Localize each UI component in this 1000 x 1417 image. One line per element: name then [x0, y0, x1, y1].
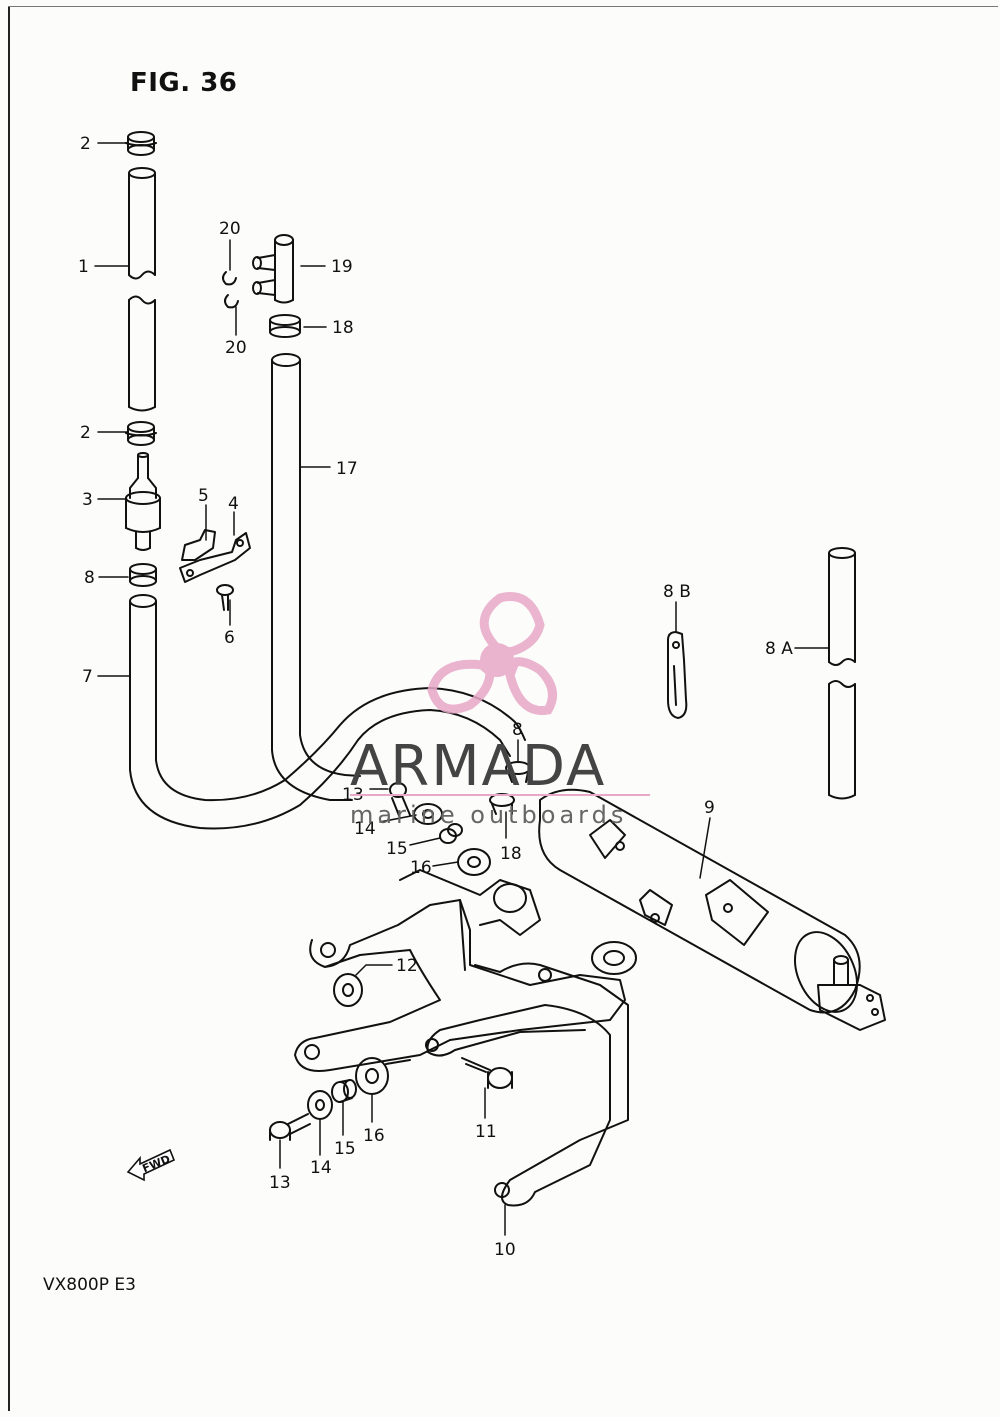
callout-2-top: 2 [80, 134, 91, 154]
screw-6 [216, 584, 234, 611]
sheet-border-left [8, 6, 10, 1411]
callout-14-lower: 14 [310, 1158, 332, 1178]
propeller-logo-icon [427, 592, 557, 716]
callout-15-upper: 15 [386, 839, 408, 859]
filter-brackets [179, 529, 251, 583]
callout-17: 17 [336, 459, 358, 479]
callout-8-left: 8 [84, 568, 95, 588]
watermark-tagline: marine outboards [350, 801, 627, 829]
fwd-label: FWD [141, 1152, 173, 1175]
callout-8-canister: 8 [512, 720, 523, 740]
fuel-hose-7 [129, 594, 526, 830]
fuel-hose-8A [828, 547, 856, 800]
armada-watermark: ARMADA marine outboards [350, 592, 650, 829]
mounting-bracket-10 [294, 869, 637, 1207]
fuel-hose-1 [128, 167, 156, 412]
vapor-canister-9 [538, 788, 886, 1031]
t-joint-19 [252, 234, 294, 304]
callout-4: 4 [228, 494, 239, 514]
figure-title: FIG. 36 [130, 68, 238, 98]
callout-10: 10 [494, 1240, 516, 1260]
hose-clamp-18-upper [269, 314, 301, 338]
callout-14-upper: 14 [354, 819, 376, 839]
fuel-hose-17 [271, 353, 361, 801]
fuel-filter [125, 452, 161, 551]
strap-8B [667, 631, 688, 719]
callout-2-lower: 2 [80, 423, 91, 443]
callout-12: 12 [396, 956, 418, 976]
fwd-arrow-icon: FWD [126, 1148, 176, 1182]
callout-20-top: 20 [219, 219, 241, 239]
callout-13-lower: 13 [269, 1173, 291, 1193]
callout-18-canister: 18 [500, 844, 522, 864]
callout-6: 6 [224, 628, 235, 648]
callout-leader-lines [94, 142, 829, 1236]
callout-18-top: 18 [332, 318, 354, 338]
callout-1: 1 [78, 257, 89, 277]
callout-8A: 8 A [765, 639, 793, 659]
callout-3: 3 [82, 490, 93, 510]
collar-12 [333, 973, 363, 1007]
hose-clamp-top [125, 131, 157, 156]
callout-labels: 2 1 2 3 5 4 8 6 7 20 19 18 20 17 8 B 8 A… [78, 134, 793, 1260]
callout-19: 19 [331, 257, 353, 277]
hose-clamp-8-left [129, 563, 157, 587]
watermark-brand: ARMADA [350, 734, 606, 799]
bolt-11 [461, 1057, 513, 1089]
callout-5: 5 [198, 486, 209, 506]
callout-7: 7 [82, 667, 93, 687]
collar-15 [331, 823, 463, 1103]
hose-clamp-lower [125, 421, 157, 446]
model-code: VX800P E3 [43, 1275, 136, 1295]
callout-15-lower: 15 [334, 1139, 356, 1159]
bolt-13 [269, 782, 411, 1141]
callout-20-lower: 20 [225, 338, 247, 358]
callout-8B: 8 B [663, 582, 691, 602]
callout-16-lower: 16 [363, 1126, 385, 1146]
callout-11: 11 [475, 1122, 497, 1142]
grommet-16 [355, 848, 491, 1095]
washer-14 [307, 803, 443, 1120]
sheet-border-top [8, 6, 998, 7]
callout-9: 9 [704, 798, 715, 818]
clips-20 [222, 271, 239, 309]
callout-16-upper: 16 [410, 858, 432, 878]
